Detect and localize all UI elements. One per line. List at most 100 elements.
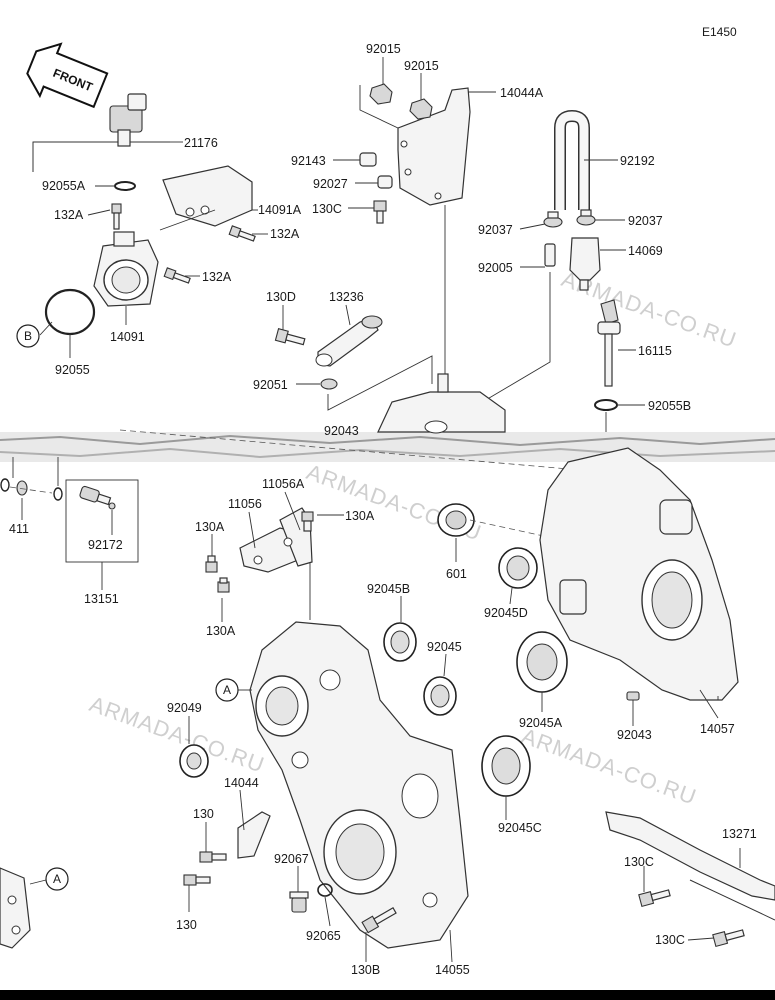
bracket-14044 xyxy=(237,811,271,859)
bolt-130D xyxy=(274,327,306,346)
callout-b-letter: B xyxy=(24,329,32,343)
bolt-130C xyxy=(712,929,745,948)
label-13271: 13271 xyxy=(722,827,757,841)
bracket-14091A xyxy=(162,165,253,227)
label-132A: 132A xyxy=(270,227,300,241)
label-92045B: 92045B xyxy=(367,582,410,596)
scan-break-band xyxy=(0,432,775,1000)
bearing-92045D xyxy=(498,547,538,589)
gear-case-top xyxy=(377,391,506,433)
collar-92027 xyxy=(377,175,393,189)
filter-14069 xyxy=(569,237,601,281)
bolt-130A xyxy=(301,511,314,532)
dipstick-16115 xyxy=(600,299,619,325)
bolt-132A xyxy=(228,225,256,242)
watermark-text: ARMADA-CO.RU xyxy=(518,723,700,810)
plug-92067 xyxy=(289,891,309,913)
front-direction-arrow: FRONT xyxy=(26,42,109,109)
bolt-130C xyxy=(373,200,387,224)
label-92015: 92015 xyxy=(404,59,439,73)
label-14069: 14069 xyxy=(628,244,663,258)
label-92065: 92065 xyxy=(306,929,341,943)
callout-a-letter: A xyxy=(223,683,231,697)
label-92049: 92049 xyxy=(167,701,202,715)
label-92143: 92143 xyxy=(291,154,326,168)
bearing-92045C xyxy=(481,735,531,797)
label-92192: 92192 xyxy=(620,154,655,168)
label-130: 130 xyxy=(176,918,197,932)
bolt-130A xyxy=(205,555,218,573)
label-92043: 92043 xyxy=(617,728,652,742)
label-130A: 130A xyxy=(195,520,225,534)
label-130D: 130D xyxy=(266,290,296,304)
nut-92015 xyxy=(409,98,433,120)
small-parts-group xyxy=(0,457,139,590)
label-132A: 132A xyxy=(202,270,232,284)
label-130C: 130C xyxy=(655,933,685,947)
label-92045: 92045 xyxy=(427,640,462,654)
label-14091A: 14091A xyxy=(258,203,302,217)
hose-92192 xyxy=(555,111,589,210)
oil-seal-601 xyxy=(437,503,475,537)
label-92055: 92055 xyxy=(55,363,90,377)
label-92005: 92005 xyxy=(478,261,513,275)
sensor-connector xyxy=(127,93,147,111)
label-16115: 16115 xyxy=(638,344,672,358)
callout-a: A xyxy=(215,678,239,702)
label-92045C: 92045C xyxy=(498,821,542,835)
shift-arm-assembly xyxy=(274,304,506,434)
label-92067: 92067 xyxy=(274,852,309,866)
label-14091: 14091 xyxy=(110,330,145,344)
bolt-130 xyxy=(199,851,227,863)
breather-assembly xyxy=(451,109,645,432)
label-14044: 14044 xyxy=(224,776,259,790)
label-130A: 130A xyxy=(206,624,236,638)
bolt-130B xyxy=(361,907,397,934)
bracket-assembly-14044A xyxy=(333,57,496,392)
oring-92055 xyxy=(44,288,96,336)
bearing-92045 xyxy=(423,676,457,716)
nut-92015 xyxy=(369,83,393,105)
label-14055: 14055 xyxy=(435,963,470,977)
label-92037: 92037 xyxy=(478,223,513,237)
clamp-92037 xyxy=(576,209,596,226)
label-130B: 130B xyxy=(351,963,380,977)
callout-a-letter: A xyxy=(53,872,61,886)
label-601: 601 xyxy=(446,567,467,581)
detail-a-group: A xyxy=(0,867,69,949)
guide-plate-assembly xyxy=(205,491,344,622)
collar-92143 xyxy=(359,152,377,167)
label-13236: 13236 xyxy=(329,290,364,304)
label-11056: 11056 xyxy=(228,497,262,511)
bearing-group xyxy=(119,429,701,820)
bolt-132A xyxy=(111,203,122,230)
gasket-assembly xyxy=(605,811,775,948)
fitting-92005 xyxy=(544,243,556,267)
label-132A: 132A xyxy=(54,208,84,222)
diagram-code: E1450 xyxy=(702,25,737,39)
bolt-130C xyxy=(638,889,671,908)
cover-14057 xyxy=(539,447,739,726)
oring-92055B xyxy=(594,399,618,411)
sensor-assembly xyxy=(32,93,268,358)
clamp-92037 xyxy=(543,211,563,228)
label-92045A: 92045A xyxy=(519,716,563,730)
label-92055A: 92055A xyxy=(42,179,86,193)
label-130C: 130C xyxy=(312,202,342,216)
label-130A: 130A xyxy=(345,509,375,523)
seal-92049 xyxy=(179,744,209,778)
label-92043: 92043 xyxy=(324,424,359,438)
sensor-stem xyxy=(117,129,131,147)
bolt-130A xyxy=(217,577,230,593)
bracket-14044A xyxy=(397,87,471,206)
label-11056A: 11056A xyxy=(262,477,305,491)
label-92051: 92051 xyxy=(253,378,288,392)
gasket-13271 xyxy=(605,811,775,901)
label-92027: 92027 xyxy=(313,177,348,191)
plug-92172 xyxy=(79,485,112,506)
label-13151: 13151 xyxy=(84,592,119,606)
label-14057: 14057 xyxy=(700,722,735,736)
label-92045D: 92045D xyxy=(484,606,528,620)
part-number-labels: 21176 92055A 14091A 132A 132A 132A 14091… xyxy=(9,42,757,977)
